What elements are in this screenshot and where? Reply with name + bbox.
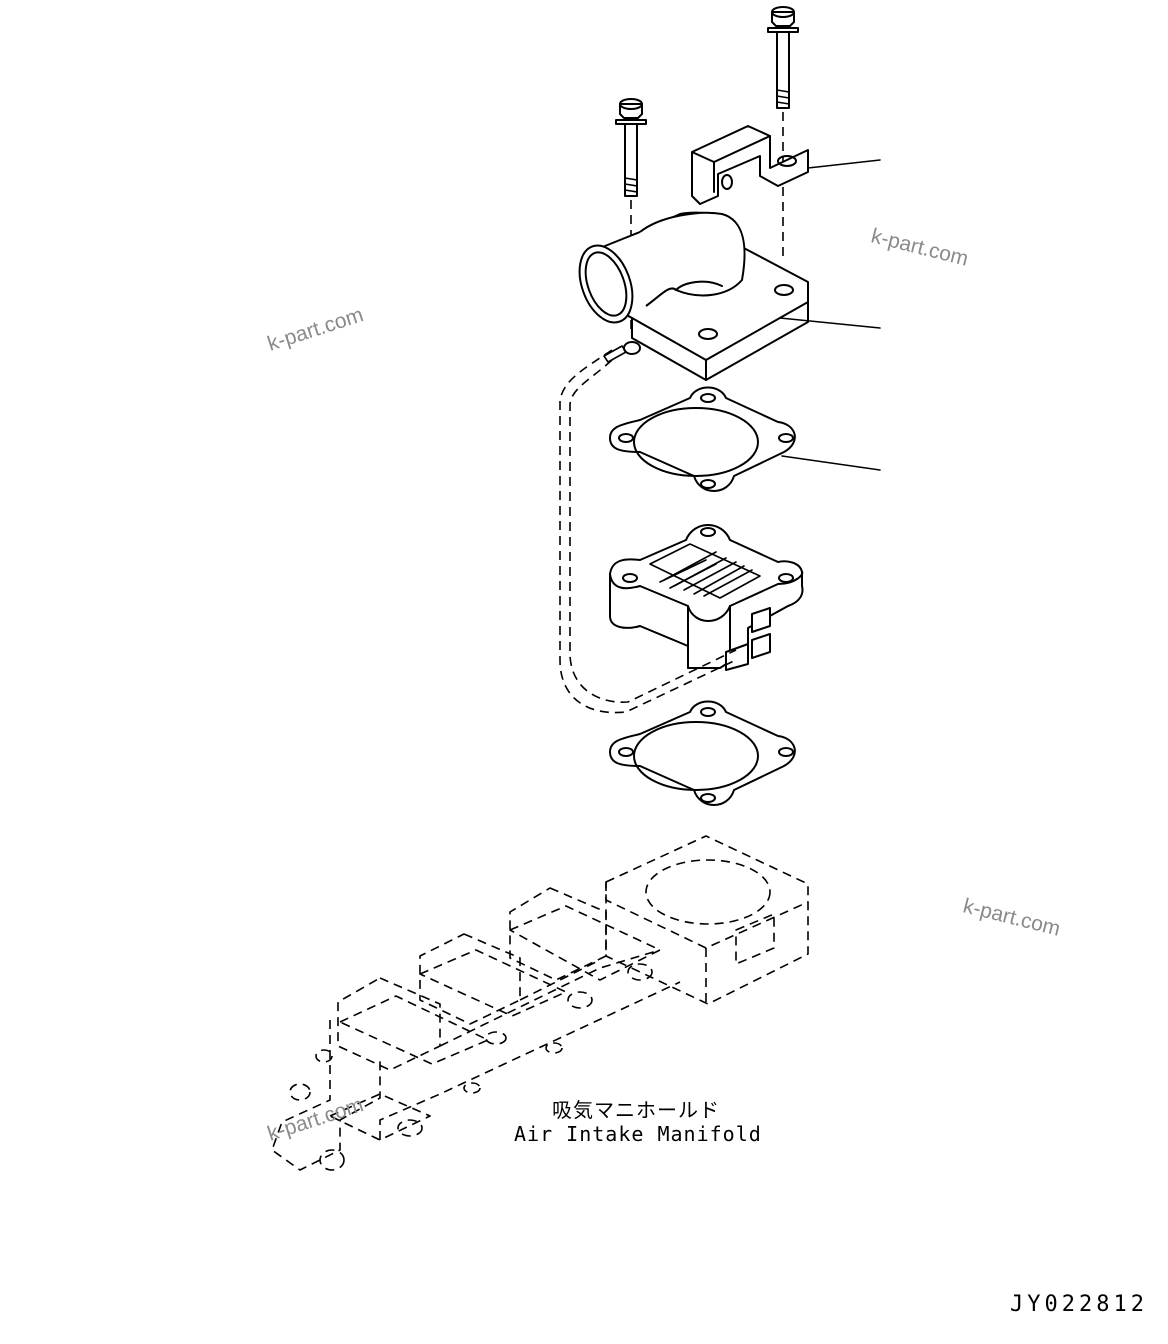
heater-tube <box>559 349 737 714</box>
gasket-lower <box>609 700 796 806</box>
assembly-name-english: Air Intake Manifold <box>514 1122 762 1146</box>
bracket <box>691 125 809 205</box>
air-heater <box>609 524 804 671</box>
leader-bracket <box>807 159 881 169</box>
air-intake-manifold <box>271 835 809 1171</box>
leader-elbow <box>779 317 881 329</box>
drawing-code: JY022812 <box>1010 1292 1148 1317</box>
elbow-connector <box>578 211 809 381</box>
leader-gasket <box>781 455 881 471</box>
gasket-upper <box>609 386 796 492</box>
bolt-long <box>767 6 799 262</box>
assembly-name-japanese: 吸気マニホールド <box>552 1098 720 1122</box>
